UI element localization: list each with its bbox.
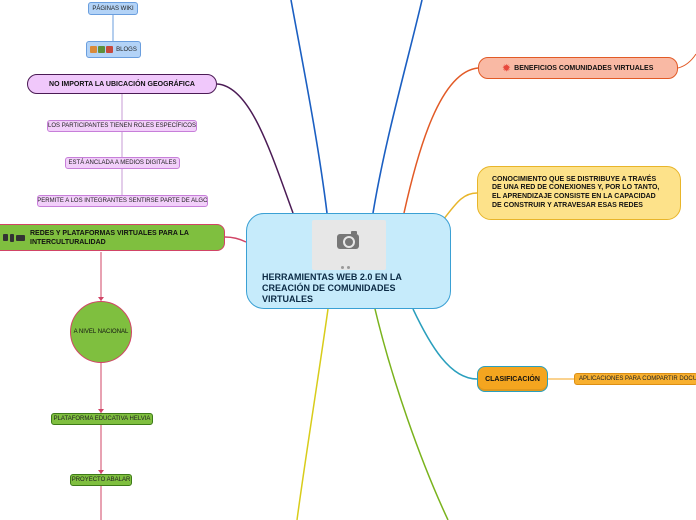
- node-roles[interactable]: LOS PARTICIPANTES TIENEN ROLES ESPECÍFIC…: [47, 120, 197, 132]
- sun-icon: ✹: [502, 62, 511, 73]
- node-aplicaciones[interactable]: APLICACIONES PARA COMPARTIR DOCUMENTOS: [574, 373, 696, 385]
- edge-ubicacion: [216, 83, 294, 214]
- edge-top-right: [372, 0, 423, 214]
- camera-placeholder-icon: [312, 220, 386, 270]
- devices-icon: [3, 233, 25, 242]
- blog-images-icon: [90, 46, 114, 53]
- edge-beneficios-out: [677, 53, 696, 69]
- edge-top-left: [290, 0, 328, 214]
- node-conocimiento-label: CONOCIMIENTO QUE SE DISTRIBUYE A TRAVÉS …: [492, 175, 660, 209]
- node-blogs-label: BLOGS: [116, 46, 137, 53]
- node-helvia[interactable]: PLATAFORMA EDUCATIVA HELVIA: [51, 413, 153, 425]
- node-anclada[interactable]: ESTÁ ANCLADA A MEDIOS DIGITALES: [65, 157, 180, 169]
- node-clasificacion[interactable]: CLASIFICACIÓN: [477, 366, 548, 392]
- node-beneficios[interactable]: ✹ BENEFICIOS COMUNIDADES VIRTUALES: [478, 57, 678, 79]
- node-nacional[interactable]: A NIVEL NACIONAL: [70, 301, 132, 363]
- node-redes[interactable]: REDES Y PLATAFORMAS VIRTUALES PARA LA IN…: [0, 224, 225, 251]
- node-beneficios-label: BENEFICIOS COMUNIDADES VIRTUALES: [514, 64, 654, 72]
- node-ubicacion[interactable]: NO IMPORTA LA UBICACIÓN GEOGRÁFICA: [27, 74, 217, 94]
- edge-beneficios: [403, 67, 479, 214]
- central-topic[interactable]: HERRAMIENTAS WEB 2.0 EN LA CREACIÓN DE C…: [246, 213, 451, 309]
- node-sentirse[interactable]: PERMITE A LOS INTEGRANTES SENTIRSE PARTE…: [37, 195, 208, 207]
- edge-redes: [224, 236, 247, 243]
- node-abalar[interactable]: PROYECTO ABALAR: [70, 474, 132, 486]
- node-redes-label: REDES Y PLATAFORMAS VIRTUALES PARA LA IN…: [30, 229, 189, 246]
- node-conocimiento[interactable]: CONOCIMIENTO QUE SE DISTRIBUYE A TRAVÉS …: [477, 166, 681, 220]
- edge-conocimiento: [442, 192, 478, 221]
- edge-clasificacion: [412, 308, 478, 380]
- edge-bottom-yellow: [296, 308, 329, 520]
- node-blogs[interactable]: BLOGS: [86, 41, 141, 58]
- central-topic-title: HERRAMIENTAS WEB 2.0 EN LA CREACIÓN DE C…: [262, 272, 402, 304]
- edge-bottom-green: [374, 308, 449, 520]
- node-paginas-wiki[interactable]: PÁGINAS WIKI: [88, 2, 138, 15]
